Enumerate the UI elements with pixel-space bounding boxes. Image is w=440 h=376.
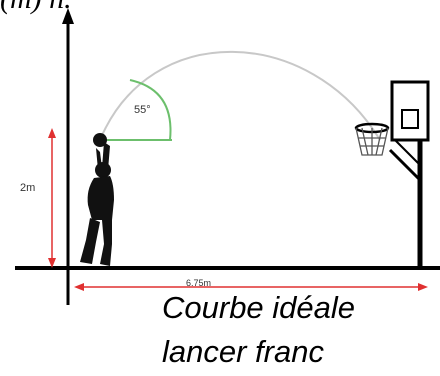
basketball-hoop-icon xyxy=(354,80,430,268)
caption-line-1: Courbe idéale xyxy=(162,290,356,325)
basketball-player-icon xyxy=(80,133,114,266)
vertical-axis-arrowhead xyxy=(62,8,74,24)
distance-label: 6.75m xyxy=(186,278,212,288)
distance-arrowhead-left xyxy=(74,283,84,291)
height-arrowhead-top xyxy=(48,128,56,138)
caption-line-2: lancer franc xyxy=(162,334,324,369)
distance-arrowhead-right xyxy=(418,283,428,291)
height-arrowhead-bottom xyxy=(48,258,56,268)
ball-icon xyxy=(93,133,107,147)
height-label: 2m xyxy=(20,182,36,194)
axis-label-fragment: (m) h. xyxy=(0,0,72,16)
angle-arc xyxy=(129,79,172,141)
angle-label: 55° xyxy=(134,104,151,116)
ball-trajectory xyxy=(99,50,381,141)
